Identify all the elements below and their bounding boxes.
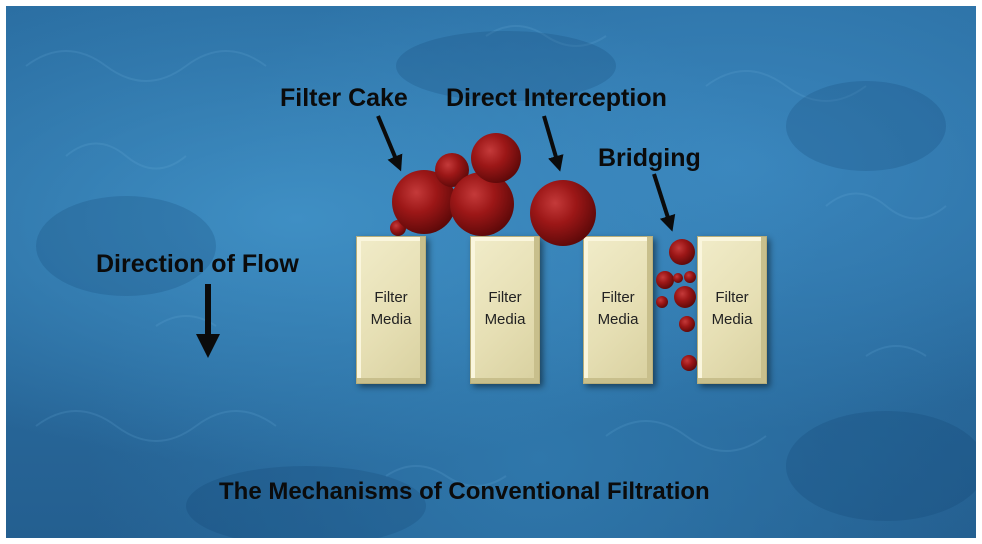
particle [656,296,668,308]
particle [674,286,696,308]
particle [471,133,521,183]
particle [673,273,683,283]
filter-cake-label: Filter Cake [280,84,408,112]
filter-media-block-3: Filter Media [583,236,653,384]
direction-of-flow-label: Direction of Flow [96,250,299,278]
particle [681,355,697,371]
filter-media-block-1: Filter Media [356,236,426,384]
particle [656,271,674,289]
filter-media-block-4: Filter Media [697,236,767,384]
direct-interception-arrow [542,115,564,172]
particle [435,153,469,187]
filter-media-label: Filter Media [597,289,639,328]
direct-interception-particle [530,180,596,246]
filter-media-label: Filter Media [370,289,412,328]
particle [392,170,456,234]
bridging-arrow [652,173,676,232]
direct-interception-label: Direct Interception [446,84,667,112]
particle [669,239,695,265]
filter-media-block-2: Filter Media [470,236,540,384]
particle [679,316,695,332]
filter-cake-arrow [376,115,403,172]
bridging-label: Bridging [598,144,701,172]
slide-title: The Mechanisms of Conventional Filtratio… [219,478,710,505]
filter-cake-particles [390,133,521,236]
diagram-overlay [196,115,697,371]
slide: Filter Cake Direct Interception Bridging… [6,6,976,538]
particle [450,172,514,236]
filter-media-label: Filter Media [484,289,526,328]
particle [684,271,696,283]
water-texture-background [25,25,976,538]
bridging-particles [656,239,697,371]
filter-media-label: Filter Media [711,289,753,328]
